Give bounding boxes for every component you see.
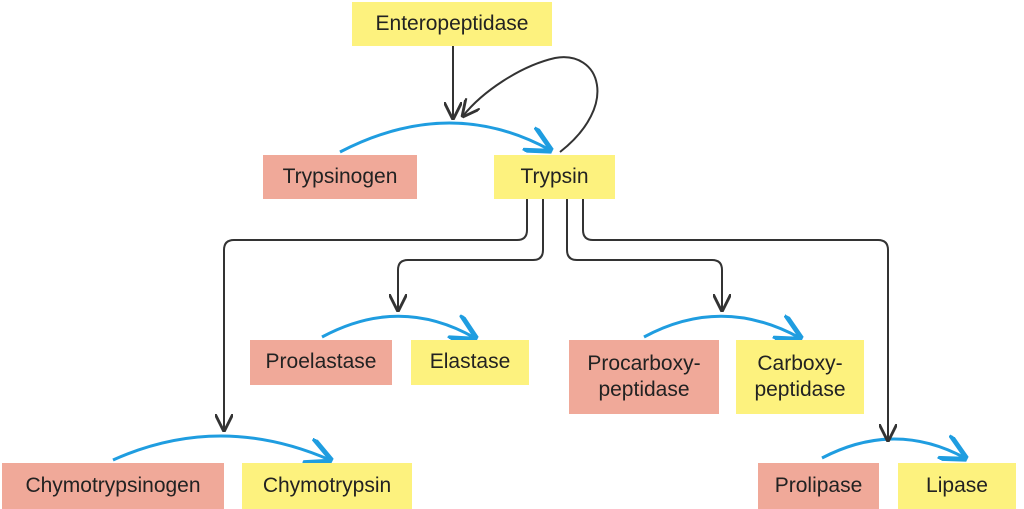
conversion-arrow-prolipase xyxy=(821,439,965,458)
elastase-label: Elastase xyxy=(429,350,511,374)
trypsin-label: Trypsin xyxy=(520,164,589,188)
proelastase-label: Proelastase xyxy=(265,350,377,374)
prolipase-label: Prolipase xyxy=(774,473,863,497)
chymotrypsin-label: Chymotrypsin xyxy=(262,473,392,497)
trypsinogen-label: Trypsinogen xyxy=(282,164,398,188)
enteropeptidase-label: Enteropeptidase xyxy=(375,11,529,35)
conversion-arrow-procarboxypeptidase xyxy=(643,316,800,338)
conversion-arrow-chymotrypsinogen xyxy=(112,434,330,460)
trypsin-to-chymotrypsinogen-arrow xyxy=(224,198,528,430)
lipase-label: Lipase xyxy=(926,473,988,497)
carboxypeptidase-box: Carboxy- peptidase xyxy=(736,340,864,414)
chymotrypsinogen-box: Chymotrypsinogen xyxy=(2,463,224,509)
trypsin-box: Trypsin xyxy=(494,155,615,199)
procarboxypeptidase-box: Procarboxy- peptidase xyxy=(569,340,719,414)
elastase-box: Elastase xyxy=(411,340,529,385)
lipase-box: Lipase xyxy=(898,463,1016,509)
chymotrypsin-box: Chymotrypsin xyxy=(242,463,412,509)
prolipase-box: Prolipase xyxy=(758,463,879,509)
trypsin-to-proelastase-arrow xyxy=(398,198,544,310)
proelastase-box: Proelastase xyxy=(250,340,392,385)
carboxypeptidase-label: Carboxy- peptidase xyxy=(754,351,846,401)
trypsinogen-box: Trypsinogen xyxy=(263,155,417,199)
enteropeptidase-box: Enteropeptidase xyxy=(352,2,552,46)
conversion-arrow-proelastase xyxy=(321,316,475,338)
trypsin-to-procarboxypeptidase-arrow xyxy=(566,198,722,310)
chymotrypsinogen-label: Chymotrypsinogen xyxy=(25,473,201,497)
conversion-arrow-trypsinogen xyxy=(339,121,550,152)
trypsin-to-prolipase-arrow xyxy=(582,198,888,440)
procarboxypeptidase-label: Procarboxy- peptidase xyxy=(587,351,701,401)
trypsin-autoactivation-arrow xyxy=(463,56,599,153)
